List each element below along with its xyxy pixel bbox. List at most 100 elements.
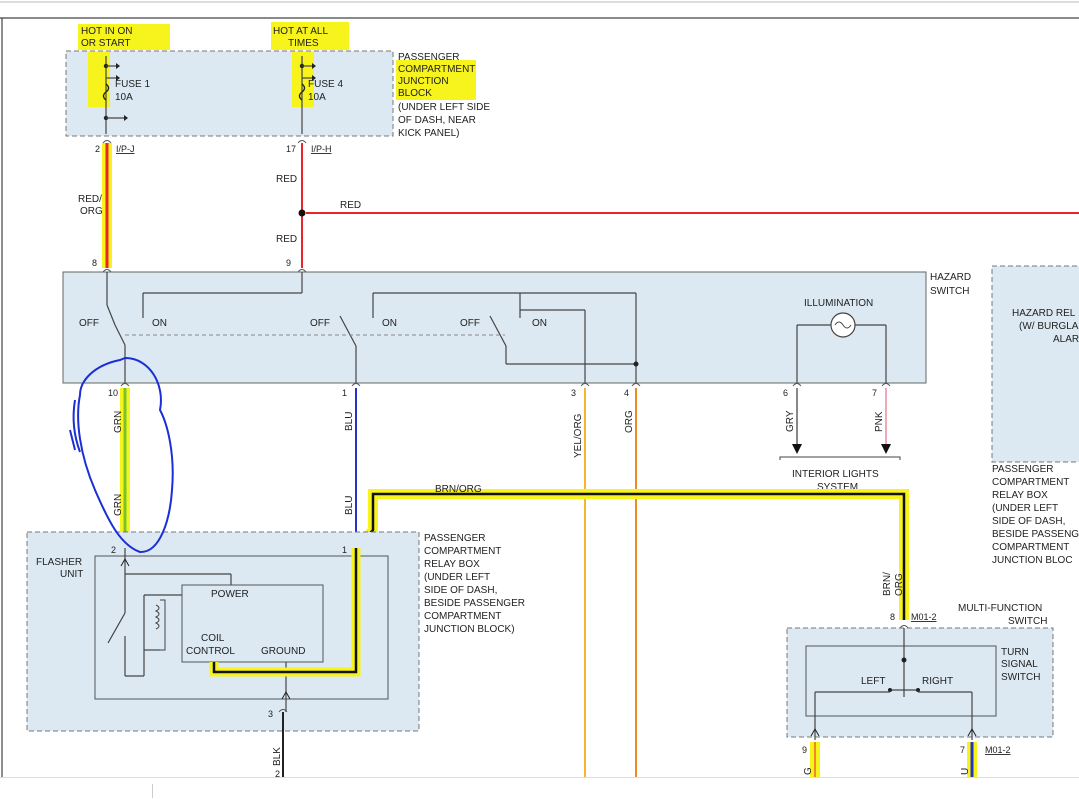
svg-text:ALAR: ALAR: [1053, 334, 1079, 345]
ground-label: GROUND: [261, 646, 305, 657]
hazard-switch-title-2: SWITCH: [930, 286, 969, 297]
hot-always-label-2: TIMES: [288, 38, 319, 49]
junction-block-label: PASSENGER COMPARTMENT JUNCTION BLOCK (UN…: [398, 52, 490, 139]
flasher-unit-name-2: UNIT: [60, 569, 83, 580]
svg-text:HAZARD REL: HAZARD REL: [1012, 308, 1076, 319]
svg-text:SIDE OF DASH,: SIDE OF DASH,: [424, 585, 497, 596]
svg-text:COMPARTMENT: COMPARTMENT: [424, 546, 501, 557]
wire-red-org: RED/: [78, 194, 102, 205]
wire-org: ORG: [624, 410, 635, 433]
wire-red-org-2: ORG: [80, 206, 103, 217]
switch1-off: OFF: [79, 318, 99, 329]
relay-box-right-label: PASSENGER COMPARTMENT RELAY BOX (UNDER L…: [992, 464, 1079, 566]
svg-text:PASSENGER: PASSENGER: [398, 52, 460, 63]
wire-pnk: PNK: [874, 411, 885, 432]
pin-9: 9: [286, 258, 291, 268]
hazard-relay: HAZARD REL (W/ BURGLA ALAR: [991, 265, 1079, 463]
interior-lights-label: INTERIOR LIGHTS: [792, 469, 879, 480]
turn-signal-label-3: SWITCH: [1001, 672, 1040, 683]
svg-text:COMPARTMENT: COMPARTMENT: [424, 611, 501, 622]
svg-text:JUNCTION BLOC: JUNCTION BLOC: [992, 555, 1073, 566]
svg-text:COMPARTMENT: COMPARTMENT: [992, 542, 1069, 553]
bottom-bar: [0, 777, 1079, 799]
pin-6: 6: [783, 388, 788, 398]
switch3-on: ON: [532, 318, 547, 329]
fuse4-name: FUSE 4: [308, 79, 343, 90]
svg-text:OF DASH, NEAR: OF DASH, NEAR: [398, 115, 476, 126]
pin-ipj: 2: [95, 144, 100, 154]
svg-text:BLOCK: BLOCK: [398, 88, 432, 99]
fuse1-name: FUSE 1: [115, 79, 150, 90]
multifunction-switch: 8 M01-2 MULTI-FUNCTION SWITCH TURN SIGNA…: [786, 603, 1054, 755]
switch2-off: OFF: [310, 318, 330, 329]
mf-left: LEFT: [861, 676, 885, 687]
wire-mf-right: U: [960, 768, 971, 775]
wire-blu: BLU: [344, 412, 355, 431]
pin-1: 1: [342, 388, 347, 398]
switch3-off: OFF: [460, 318, 480, 329]
svg-text:KICK PANEL): KICK PANEL): [398, 128, 460, 139]
svg-text:BESIDE PASSENG: BESIDE PASSENG: [992, 529, 1079, 540]
switch1-on: ON: [152, 318, 167, 329]
connector-iph: I/P-H: [311, 144, 332, 154]
hot-always-label: HOT AT ALL: [273, 26, 328, 37]
wire-grn-2: GRN: [113, 494, 124, 516]
pin-3: 3: [571, 388, 576, 398]
svg-text:(UNDER LEFT: (UNDER LEFT: [424, 572, 490, 583]
mf-pin-7: 7: [960, 745, 965, 755]
turn-signal-label-2: SIGNAL: [1001, 659, 1038, 670]
wire-mf-left: G: [803, 767, 814, 775]
wire-blk: BLK: [272, 747, 283, 766]
mf-title: MULTI-FUNCTION: [958, 603, 1042, 614]
hazard-switch: HAZARD SWITCH OFF ON OFF ON OFF ON ILLUM…: [62, 269, 971, 398]
wire-grn: GRN: [113, 411, 124, 433]
fuse4-amp: 10A: [308, 92, 326, 103]
wire-gry: GRY: [785, 410, 796, 432]
pin-iph: 17: [286, 144, 296, 154]
blk-pin: 2: [275, 769, 280, 779]
wire-yel-org: YEL/ORG: [573, 413, 584, 458]
svg-text:(W/ BURGLA: (W/ BURGLA: [1019, 321, 1079, 332]
bottom-divider: [152, 784, 153, 798]
mf-pin-8: 8: [890, 612, 895, 622]
flasher-pin-2: 2: [111, 545, 116, 555]
flasher-pin-1: 1: [342, 545, 347, 555]
mf-connector-top: M01-2: [911, 612, 937, 622]
pin-8: 8: [92, 258, 97, 268]
svg-text:COMPARTMENT: COMPARTMENT: [398, 64, 475, 75]
relay-box-label: PASSENGER COMPARTMENT RELAY BOX (UNDER L…: [424, 533, 525, 635]
wire-brn-org-v-2: ORG: [894, 573, 905, 596]
wire-brn-org: BRN/ORG: [435, 484, 482, 495]
flasher-pin-3: 3: [268, 709, 273, 719]
relay-box: FLASHER UNIT POWER COIL CONTROL GROUND 2…: [26, 531, 420, 732]
svg-text:JUNCTION: JUNCTION: [398, 76, 449, 87]
coil-label: COIL: [201, 633, 225, 644]
switch2-on: ON: [382, 318, 397, 329]
svg-text:SIDE OF DASH,: SIDE OF DASH,: [992, 516, 1065, 527]
svg-text:COMPARTMENT: COMPARTMENT: [992, 477, 1069, 488]
hazard-switch-title: HAZARD: [930, 272, 971, 283]
power-label: POWER: [211, 589, 249, 600]
pin-10: 10: [108, 388, 118, 398]
wire-blu-2: BLU: [344, 496, 355, 515]
wire-red-branch: RED: [340, 200, 361, 211]
svg-text:BESIDE PASSENGER: BESIDE PASSENGER: [424, 598, 525, 609]
coil-label-2: CONTROL: [186, 646, 235, 657]
junction-block: HOT IN ON OR START HOT AT ALL TIMES FUSE…: [65, 22, 490, 139]
wire-brn-org-v: BRN/: [882, 572, 893, 596]
hot-run-label-2: OR START: [81, 38, 131, 49]
interior-lights-label-2: SYSTEM: [817, 482, 858, 493]
illumination-label: ILLUMINATION: [804, 298, 873, 309]
turn-signal-label: TURN: [1001, 647, 1029, 658]
connector-ipj: I/P-J: [116, 144, 135, 154]
svg-text:RELAY BOX: RELAY BOX: [992, 490, 1048, 501]
mf-connector-bottom: M01-2: [985, 745, 1011, 755]
fuse1-amp: 10A: [115, 92, 133, 103]
annotation-circle: [77, 356, 174, 554]
mf-right: RIGHT: [922, 676, 953, 687]
svg-text:(UNDER LEFT: (UNDER LEFT: [992, 503, 1058, 514]
mf-pin-9: 9: [802, 745, 807, 755]
svg-text:JUNCTION BLOCK): JUNCTION BLOCK): [424, 624, 515, 635]
svg-text:(UNDER LEFT SIDE: (UNDER LEFT SIDE: [398, 102, 490, 113]
